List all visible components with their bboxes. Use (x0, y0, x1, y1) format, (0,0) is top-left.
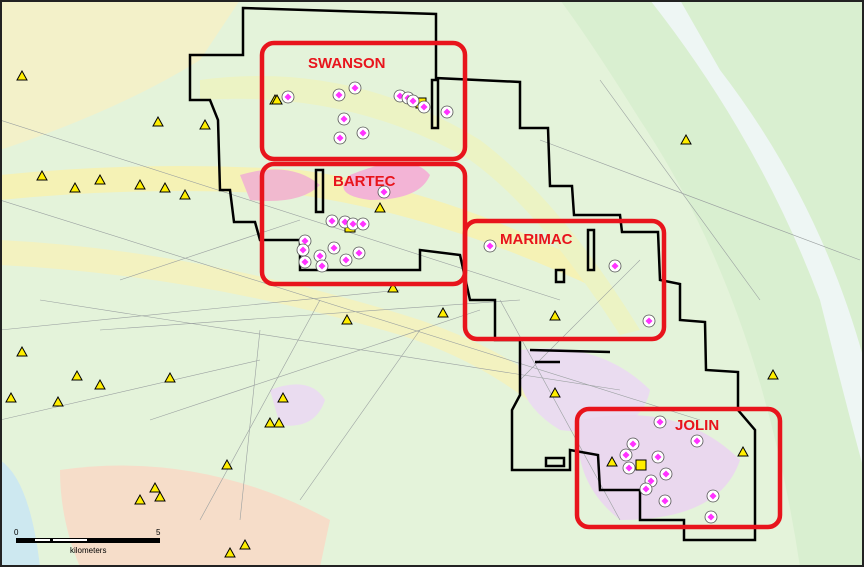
showing-triangle (224, 546, 236, 558)
occurrence-marker[interactable] (417, 100, 431, 114)
occurrence-marker[interactable] (352, 246, 366, 260)
showing-triangle (437, 306, 449, 318)
occurrence-markers (281, 81, 720, 524)
showing-triangle (387, 281, 399, 293)
showing-triangle (69, 181, 81, 193)
occurrence-marker[interactable] (704, 510, 718, 524)
occurrence-marker[interactable] (644, 474, 658, 488)
showing-triangle (52, 395, 64, 407)
showing-triangle (277, 391, 289, 403)
showing-triangle (36, 169, 48, 181)
showing-triangle (737, 445, 749, 457)
occurrence-marker[interactable] (619, 448, 633, 462)
zone-label-bartec: BARTEC (333, 173, 396, 190)
scale-bar: 0 5 kilometers (14, 528, 161, 555)
scale-unit-label: kilometers (70, 546, 106, 555)
showing-triangle (271, 93, 283, 105)
showing-triangle (221, 458, 233, 470)
occurrence-marker[interactable] (327, 241, 341, 255)
showing-triangle (71, 369, 83, 381)
showing-triangle (134, 178, 146, 190)
showing-triangle (154, 490, 166, 502)
occurrence-marker[interactable] (315, 259, 329, 273)
scale-end-label: 5 (156, 528, 161, 537)
showing-triangle (680, 133, 692, 145)
occurrence-marker[interactable] (483, 239, 497, 253)
zone-box-swanson[interactable] (259, 40, 468, 162)
occurrence-marker[interactable] (642, 314, 656, 328)
occurrence-marker[interactable] (659, 467, 673, 481)
occurrence-marker[interactable] (339, 253, 353, 267)
mine-marker (635, 459, 647, 471)
occurrence-marker[interactable] (622, 461, 636, 475)
showing-triangle (549, 386, 561, 398)
zone-label-jolin: JOLIN (675, 417, 719, 434)
occurrence-marker[interactable] (608, 259, 622, 273)
showing-triangle (94, 378, 106, 390)
occurrence-marker[interactable] (281, 90, 295, 104)
occurrence-marker[interactable] (356, 217, 370, 231)
showing-triangle (149, 481, 161, 493)
occurrence-marker[interactable] (356, 126, 370, 140)
occurrence-marker[interactable] (298, 255, 312, 269)
showing-triangle (16, 69, 28, 81)
showing-triangle (152, 115, 164, 127)
occurrence-marker[interactable] (346, 217, 360, 231)
occurrence-marker[interactable] (639, 482, 653, 496)
showing-triangle (5, 391, 17, 403)
fault-lines (0, 79, 861, 521)
occurrence-marker[interactable] (348, 81, 362, 95)
showing-triangle (159, 181, 171, 193)
occurrence-marker[interactable] (377, 185, 391, 199)
scale-start-label: 0 (14, 528, 19, 537)
occurrence-marker[interactable] (406, 94, 420, 108)
zone-box-jolin[interactable] (574, 406, 783, 530)
showing-triangle (16, 345, 28, 357)
zone-box-bartec[interactable] (259, 161, 468, 287)
occurrence-marker[interactable] (706, 489, 720, 503)
occurrence-marker[interactable] (440, 105, 454, 119)
occurrence-marker[interactable] (658, 494, 672, 508)
zone-label-swanson: SWANSON (308, 55, 386, 72)
showing-triangle (606, 455, 618, 467)
occurrence-marker[interactable] (325, 214, 339, 228)
showing-triangle (179, 188, 191, 200)
occurrence-marker[interactable] (690, 434, 704, 448)
occurrence-marker[interactable] (626, 437, 640, 451)
occurrence-marker[interactable] (653, 415, 667, 429)
occurrence-marker[interactable] (296, 243, 310, 257)
showing-triangle (134, 493, 146, 505)
occurrence-marker[interactable] (332, 88, 346, 102)
claim-fragments (314, 78, 611, 468)
showing-triangle (341, 313, 353, 325)
zone-box-marimac[interactable] (462, 218, 667, 342)
zone-label-marimac: MARIMAC (500, 231, 573, 248)
claim-outline (188, 6, 757, 542)
showing-triangle (239, 538, 251, 550)
showing-triangle (549, 309, 561, 321)
showing-triangle (94, 173, 106, 185)
occurrence-marker[interactable] (337, 112, 351, 126)
showing-triangle (199, 118, 211, 130)
showing-triangle (273, 416, 285, 428)
showing-triangle (374, 201, 386, 213)
zone-boxes (259, 40, 783, 530)
showing-triangle (264, 416, 276, 428)
occurrence-marker[interactable] (651, 450, 665, 464)
showing-triangle (164, 371, 176, 383)
occurrence-marker[interactable] (333, 131, 347, 145)
showing-triangle (767, 368, 779, 380)
